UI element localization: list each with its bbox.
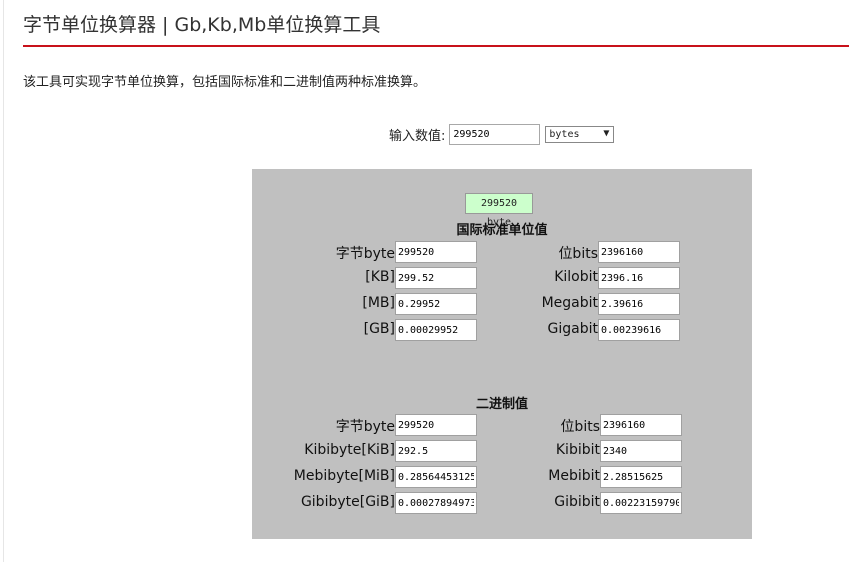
bin-gibibit-row: Gibibit [482,492,600,516]
bin-gibibit-label: Gibibit [554,494,600,510]
intl-kilobit-row: Kilobit [482,267,598,291]
input-label: 输入数值: [389,128,446,144]
bin-gib-row: Gibibyte[GiB] [252,492,395,516]
bin-kib-label: Kibibyte[KiB] [304,442,395,458]
result-display: 299520 byte [465,193,533,228]
intl-gigabit-row: Gigabit [482,319,598,343]
bin-byte-row: 字节byte [252,414,395,438]
left-border [3,0,4,562]
intl-bits-row: 位bits [482,241,598,265]
intl-gigabit-label: Gigabit [547,321,598,337]
intl-byte-row: 字节byte [252,241,395,265]
intl-kilobit-label: Kilobit [554,269,598,285]
bin-kibibit-field[interactable] [600,440,682,462]
bin-bits-row: 位bits [482,414,600,438]
page-title: 字节单位换算器 | Gb,Kb,Mb单位换算工具 [23,14,381,36]
results-panel: 299520 byte 国际标准单位值 字节byte [KB] [MB] [GB… [252,169,752,539]
intl-byte-label: 字节byte [335,246,395,262]
intl-gb-label: [GB] [363,321,395,337]
binary-title: 二进制值 [475,397,528,412]
bin-byte-field[interactable] [395,414,477,436]
bin-bits-label: 位bits [560,419,600,435]
international-title: 国际标准单位值 [456,223,548,238]
intl-gb-row: [GB] [252,319,395,343]
bin-kibibit-row: Kibibit [482,440,600,464]
bin-mebibit-label: Mebibit [548,468,600,484]
bin-mebibit-field[interactable] [600,466,682,488]
title-divider [23,45,849,47]
tool-description: 该工具可实现字节单位换算，包括国际标准和二进制值两种标准换算。 [23,75,427,90]
bin-gib-field[interactable] [395,492,477,514]
intl-megabit-field[interactable] [598,293,680,315]
intl-mb-row: [MB] [252,293,395,317]
bin-mib-row: Mebibyte[MiB] [252,466,395,490]
intl-kb-label: [KB] [365,269,395,285]
bin-kibibit-label: Kibibit [555,442,600,458]
bin-byte-label: 字节byte [335,419,395,435]
intl-gb-field[interactable] [395,319,477,341]
bin-gib-label: Gibibyte[GiB] [300,494,395,510]
unit-select-value: bytes [549,128,580,140]
unit-select[interactable]: bytes ▼ [545,125,615,143]
bin-mib-field[interactable] [395,466,477,488]
bin-kib-field[interactable] [395,440,477,462]
bin-bits-field[interactable] [600,414,682,436]
intl-megabit-label: Megabit [541,295,598,311]
value-input[interactable] [449,123,541,145]
bin-mib-label: Mebibyte[MiB] [293,468,395,484]
intl-kilobit-field[interactable] [598,267,680,289]
bin-kib-row: Kibibyte[KiB] [252,440,395,464]
intl-mb-label: [MB] [362,295,395,311]
intl-gigabit-field[interactable] [598,319,680,341]
bin-gibibit-field[interactable] [600,492,682,514]
intl-kb-field[interactable] [395,267,477,289]
intl-megabit-row: Megabit [482,293,598,317]
input-row: 输入数值: bytes ▼ [389,123,615,145]
intl-mb-field[interactable] [395,293,477,315]
intl-byte-field[interactable] [395,241,477,263]
intl-kb-row: [KB] [252,267,395,291]
chevron-down-icon: ▼ [603,127,610,139]
bin-mebibit-row: Mebibit [482,466,600,490]
intl-bits-field[interactable] [598,241,680,263]
intl-bits-label: 位bits [558,246,598,262]
